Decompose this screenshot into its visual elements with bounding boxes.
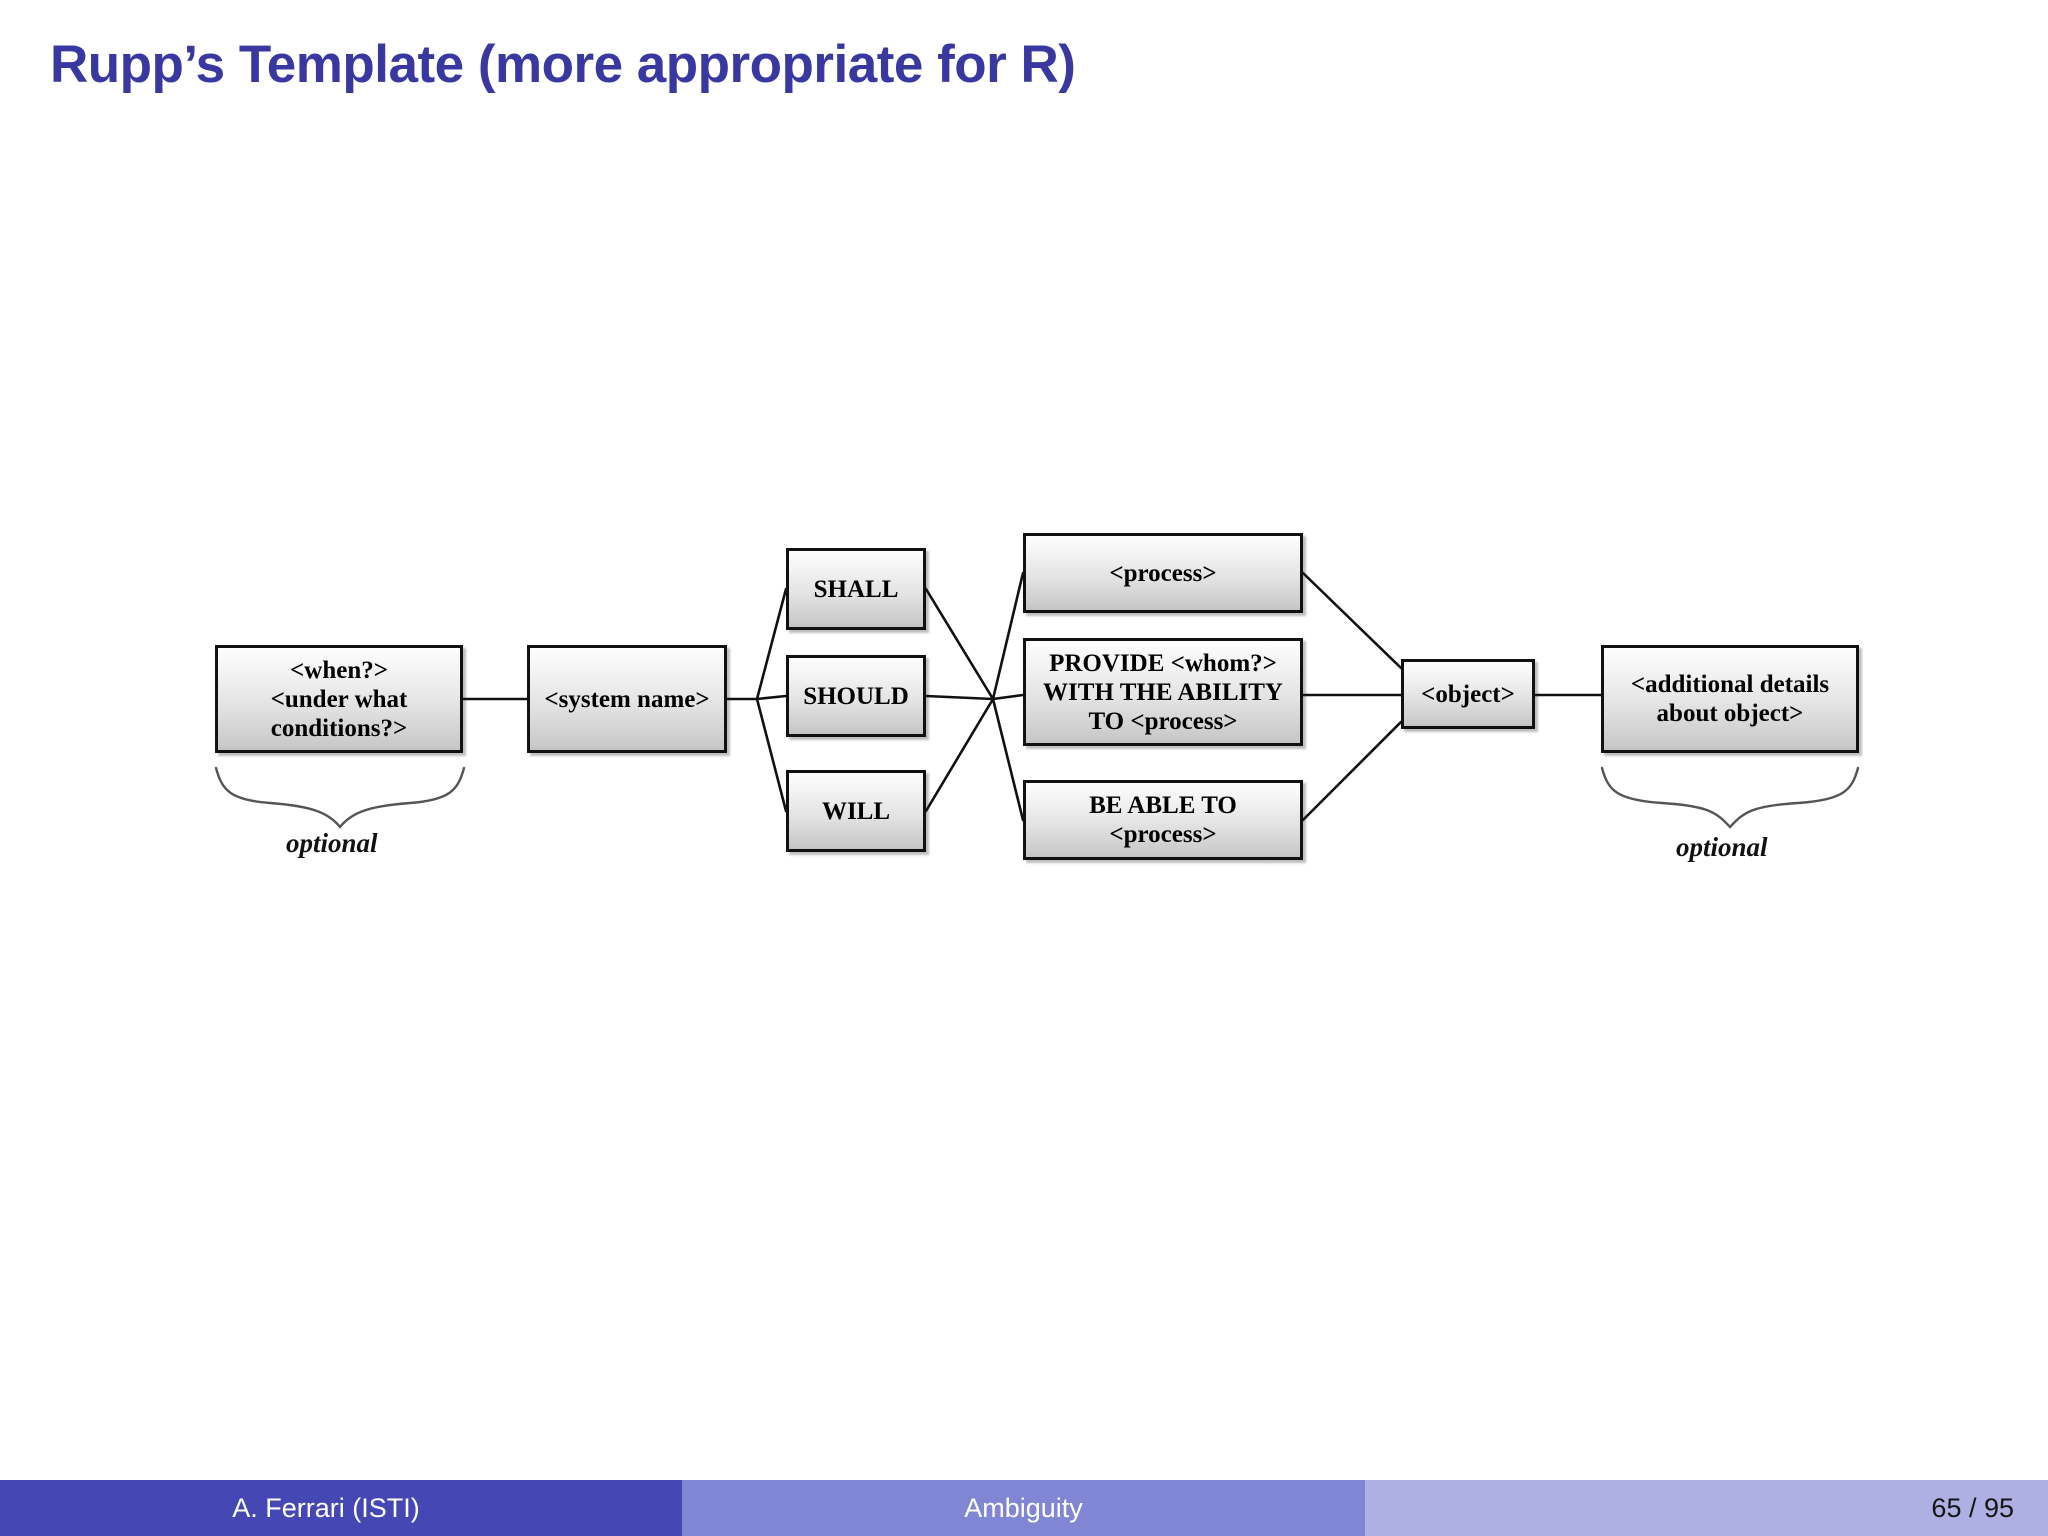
box-will[interactable]: WILL bbox=[786, 770, 926, 852]
box-additional-details[interactable]: <additional details about object> bbox=[1601, 645, 1859, 753]
box-additional-details-label: <additional details about object> bbox=[1630, 671, 1830, 727]
connector-fan-to-shall bbox=[755, 587, 788, 701]
box-will-label: WILL bbox=[821, 797, 891, 825]
connector-should-to-cross bbox=[924, 694, 995, 701]
connector-cross-to-process bbox=[991, 571, 1025, 701]
box-shall[interactable]: SHALL bbox=[786, 548, 926, 630]
connector-cross-to-provide bbox=[991, 693, 1025, 701]
box-provide-whom[interactable]: PROVIDE <whom?> WITH THE ABILITY TO <pro… bbox=[1023, 638, 1303, 746]
box-object[interactable]: <object> bbox=[1401, 659, 1535, 729]
footer-section-title: Ambiguity bbox=[682, 1480, 1365, 1536]
connector-fan-to-should bbox=[755, 694, 788, 701]
slide-footer: A. Ferrari (ISTI) Ambiguity 65 / 95 bbox=[0, 1480, 2048, 1536]
connector-will-to-cross bbox=[924, 697, 995, 813]
box-be-able-to[interactable]: BE ABLE TO <process> bbox=[1023, 780, 1303, 860]
box-system-name-label: <system name> bbox=[544, 685, 710, 713]
footer-author: A. Ferrari (ISTI) bbox=[0, 1480, 682, 1536]
connector-shall-to-cross bbox=[924, 587, 995, 701]
optional-label-right: optional bbox=[1676, 832, 1768, 862]
connector-cross-to-beable bbox=[991, 697, 1025, 822]
brace-optional-right bbox=[1600, 766, 1860, 829]
box-provide-whom-label: PROVIDE <whom?> WITH THE ABILITY TO <pro… bbox=[1043, 649, 1283, 735]
flow-diagram: <when?> <under what conditions?> <system… bbox=[214, 533, 1860, 862]
box-process-label: <process> bbox=[1109, 559, 1217, 587]
footer-page-number: 65 / 95 bbox=[1365, 1480, 2048, 1536]
box-be-able-to-label: BE ABLE TO <process> bbox=[1089, 792, 1237, 848]
box-when[interactable]: <when?> <under what conditions?> bbox=[215, 645, 463, 753]
box-system-name[interactable]: <system name> bbox=[527, 645, 727, 753]
box-when-label: <when?> <under what conditions?> bbox=[270, 656, 408, 742]
box-process[interactable]: <process> bbox=[1023, 533, 1303, 613]
connector-process-to-object bbox=[1301, 571, 1403, 670]
box-shall-label: SHALL bbox=[813, 575, 899, 603]
box-should[interactable]: SHOULD bbox=[786, 655, 926, 737]
brace-optional-left bbox=[214, 766, 466, 829]
connector-beable-to-object bbox=[1301, 720, 1403, 822]
box-should-label: SHOULD bbox=[803, 682, 909, 710]
box-object-label: <object> bbox=[1421, 680, 1515, 708]
page-title: Rupp’s Template (more appropriate for R) bbox=[50, 35, 1076, 94]
optional-label-left: optional bbox=[286, 828, 378, 858]
connector-fan-to-will bbox=[755, 697, 788, 813]
